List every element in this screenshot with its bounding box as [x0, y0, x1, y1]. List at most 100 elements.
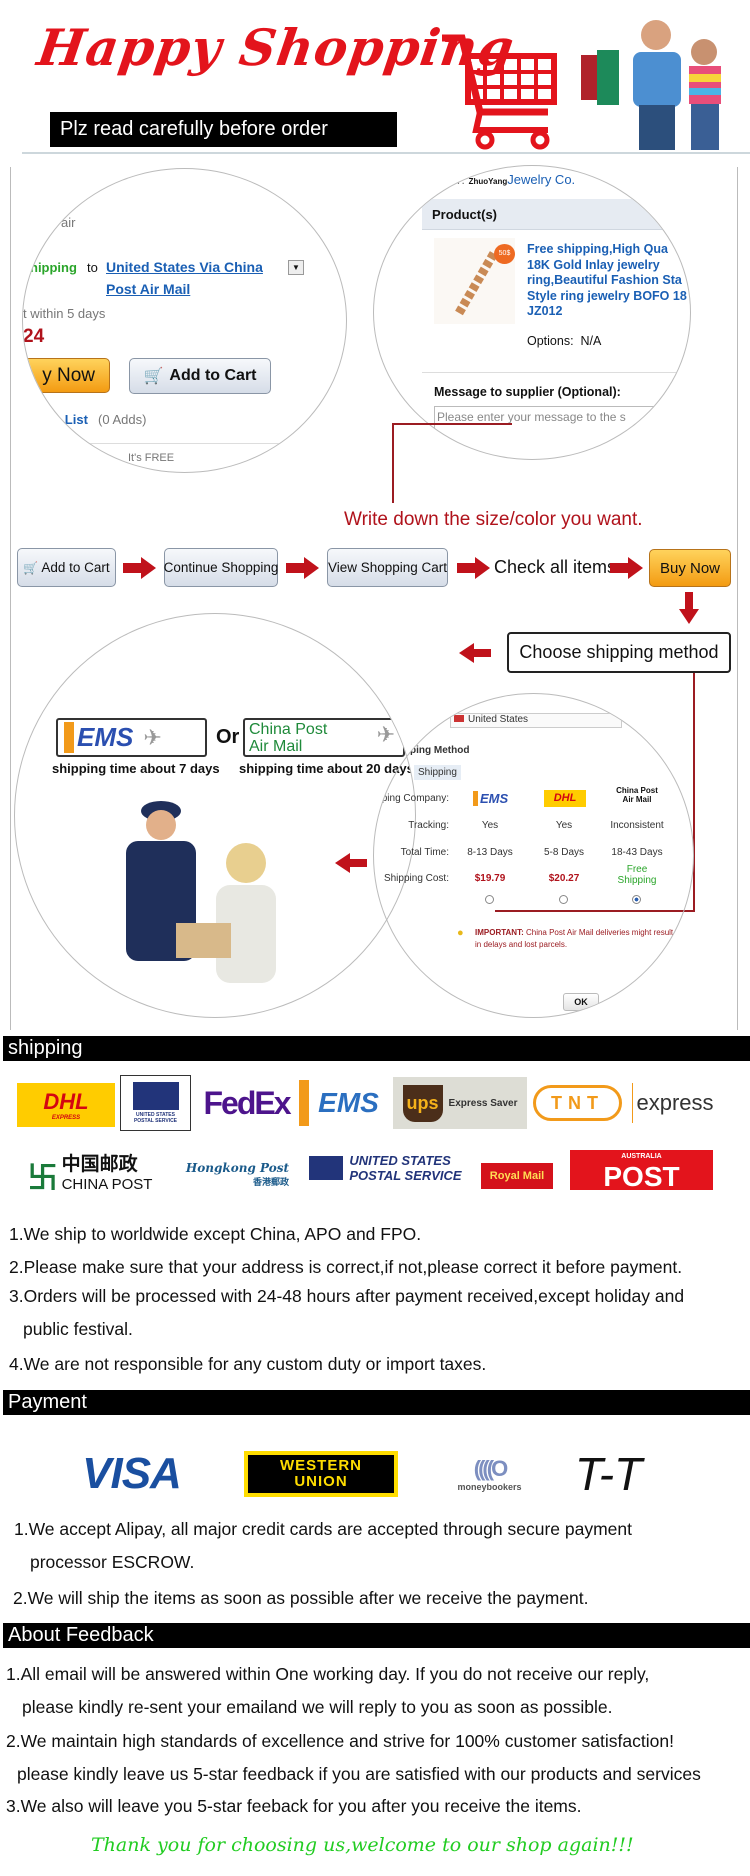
tnt-logo: TNT: [533, 1085, 622, 1121]
us-flag-icon: [454, 715, 464, 722]
payment-policy-line: 1.We accept Alipay, all major credit car…: [14, 1519, 633, 1539]
important-text: in delays and lost parcels.: [475, 940, 568, 949]
thank-you-message: Thank you for choosing us,welcome to our…: [91, 1834, 634, 1856]
ems-text: EMS: [64, 722, 133, 753]
row-label: Total Time:: [400, 847, 449, 858]
buy-now-button[interactable]: y Now: [23, 358, 110, 393]
wishlist-link[interactable]: sh List: [46, 412, 88, 427]
cell: 18-43 Days: [611, 847, 663, 858]
cell: 8-13 Days: [467, 847, 513, 858]
shipping-policy-line: 2.Please make sure that your address is …: [9, 1257, 683, 1277]
arrow-down-icon: [679, 592, 699, 624]
china-post-shipping-time: shipping time about 20 days: [239, 761, 414, 776]
section-heading-shipping: shipping: [3, 1036, 750, 1061]
cell: Yes: [555, 820, 573, 831]
frame-left: [10, 167, 11, 1030]
connector-line: [693, 673, 695, 911]
ok-button[interactable]: OK: [563, 993, 599, 1011]
flow-view-shopping-cart: View Shopping Cart: [327, 548, 448, 587]
shipping-policy-line: 3.Orders will be processed with 24-48 ho…: [9, 1286, 685, 1306]
products-header-bar: [422, 199, 690, 230]
product-title-line: JZ012: [527, 304, 563, 319]
supplier-name: ZhuoYang: [468, 177, 508, 186]
tab-shipping[interactable]: Shipping: [414, 765, 461, 780]
payment-policy-line: 2.We will ship the items as soon as poss…: [13, 1588, 589, 1608]
feedback-policy-line: please kindly leave us 5-star feedback i…: [17, 1764, 701, 1784]
product-page-magnifier: air hipping to United States Via China ▼…: [22, 168, 347, 473]
shipping-label: hipping: [30, 260, 77, 275]
shipping-options-magnifier: EMS ✈ Or China Post Air Mail ✈ shipping …: [14, 613, 416, 1018]
flow-label: Buy Now: [659, 559, 721, 577]
shipping-method-magnifier: United States ping Method Shipping pping…: [373, 693, 694, 1018]
arrow-right-icon: [286, 557, 319, 579]
buy-now-label: y Now: [42, 364, 95, 386]
royal-mail-logo: Royal Mail: [481, 1163, 553, 1189]
divider: [422, 372, 690, 373]
flow-label: Add to Cart: [41, 560, 110, 575]
shipping-method-link-2[interactable]: Post Air Mail: [106, 281, 191, 297]
china-post-emblem-icon: 卐: [27, 1162, 58, 1195]
row-label: Shipping Cost:: [383, 873, 449, 884]
section-heading-payment: Payment: [3, 1390, 750, 1415]
important-label: IMPORTANT:: [475, 928, 524, 937]
shipping-policy-line: public festival.: [23, 1319, 133, 1339]
message-placeholder: Please enter your message to the s: [437, 410, 626, 424]
flow-continue-shopping: Continue Shopping: [164, 548, 278, 587]
message-input[interactable]: Please enter your message to the s: [434, 406, 684, 459]
product-title-link[interactable]: Free shipping,High Qua 18K Gold Inlay je…: [527, 242, 687, 320]
cell: $20.27: [548, 873, 580, 884]
radio-china-post[interactable]: [632, 895, 641, 904]
divider: [23, 443, 346, 444]
product-title-line: Free shipping,High Qua: [527, 242, 668, 256]
row-label: Tracking:: [408, 820, 449, 831]
add-to-cart-button[interactable]: 🛒 Add to Cart: [129, 358, 271, 394]
usps-logo: UNITED STATES POSTAL SERVICE: [120, 1075, 191, 1131]
feedback-policy-line: 3.We also will leave you 5-star feeback …: [6, 1796, 582, 1816]
radio-ems[interactable]: [485, 895, 494, 904]
supplier-label: lier:: [444, 172, 465, 187]
connector-line: [392, 423, 394, 503]
size-color-annotation: Write down the size/color you want.: [344, 509, 643, 530]
lightbulb-icon: ●: [457, 927, 464, 939]
cart-icon: 🛒: [143, 368, 164, 385]
china-post-text: China Post: [249, 721, 328, 738]
options-value: N/A: [580, 334, 602, 348]
courier-delivery-photo: [126, 801, 276, 983]
shipping-method-link[interactable]: United States Via China: [106, 259, 263, 275]
banner-subtitle: Plz read carefully before order: [50, 112, 397, 147]
flow-label: View Shopping Cart: [327, 560, 448, 575]
flow-label: Continue Shopping: [163, 560, 279, 575]
flow-add-to-cart: 🛒Add to Cart: [17, 548, 116, 587]
dhl-logo: DHL: [544, 790, 586, 807]
tt-logo: T-T: [574, 1448, 643, 1500]
country-select[interactable]: United States: [450, 713, 622, 728]
feedback-policy-line: please kindly re-sent your emailand we w…: [22, 1697, 613, 1717]
ems-logo: EMS: [473, 791, 508, 806]
radio-dhl[interactable]: [559, 895, 568, 904]
dropdown-icon[interactable]: ▼: [288, 260, 304, 275]
cell: $19.79: [474, 873, 506, 884]
flow-label: Choose shipping method: [519, 642, 719, 662]
cell: 5-8 Days: [543, 847, 585, 858]
country-value: United States: [468, 714, 529, 725]
arrow-right-icon: [610, 557, 643, 579]
partial-text: rs: [109, 469, 117, 472]
flow-check-items: Check all items: [494, 557, 617, 577]
tnt-express-text: express: [632, 1083, 717, 1123]
add-to-cart-label: Add to Cart: [169, 367, 257, 384]
feedback-policy-line: 2.We maintain high standards of excellen…: [6, 1731, 674, 1751]
or-label: Or: [216, 726, 240, 748]
shopping-cart-icon: [442, 34, 557, 150]
discount-badge: 50$: [494, 244, 515, 264]
shipping-method-label: ping Method: [410, 745, 470, 756]
arrow-right-icon: [457, 557, 490, 579]
section-heading-feedback: About Feedback: [3, 1623, 750, 1648]
supplier-link[interactable]: Jewelry Co.: [507, 172, 576, 187]
connector-line: [392, 423, 512, 425]
